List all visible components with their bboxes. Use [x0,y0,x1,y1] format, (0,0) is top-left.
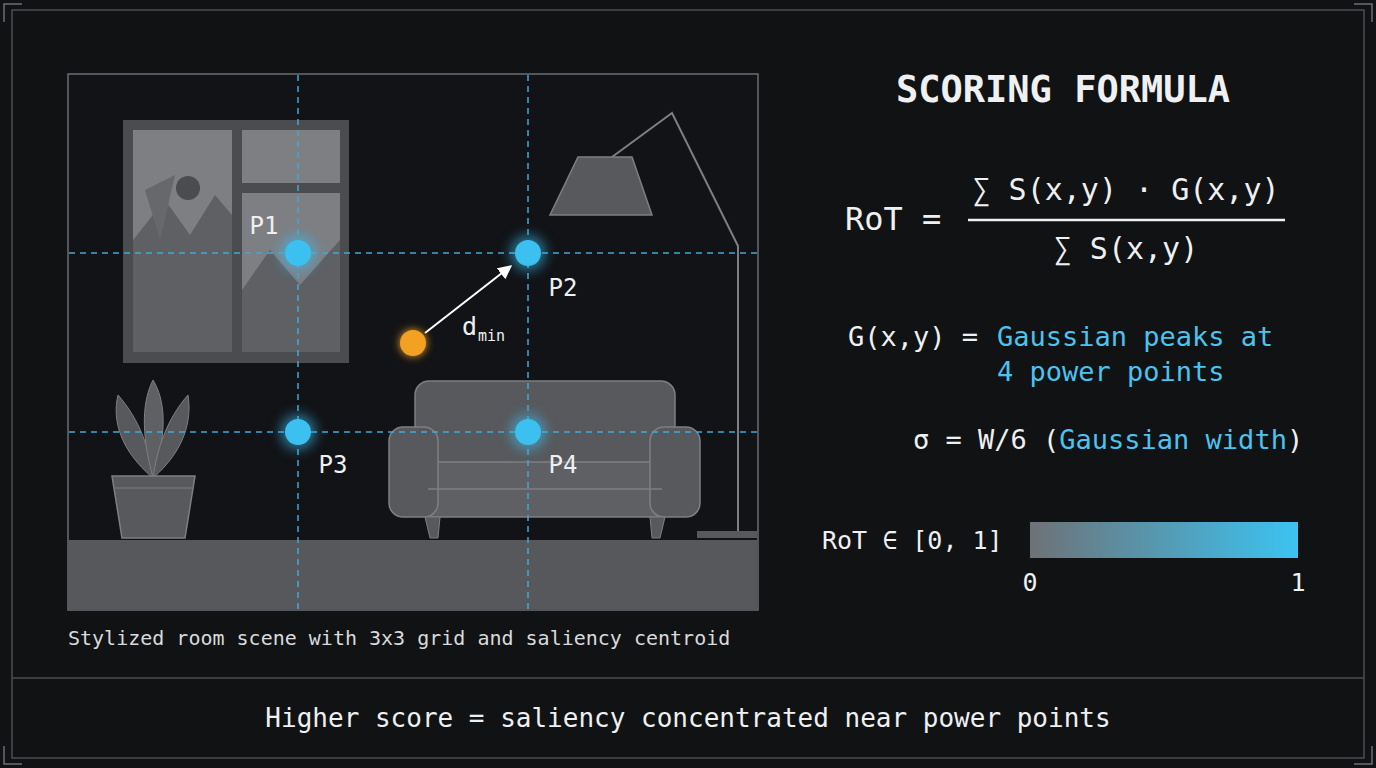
definition-text: Gaussian peaks at [997,321,1273,352]
formula-equals: = [922,201,941,238]
saliency-centroid [400,330,426,356]
power-point-label: P2 [549,275,578,303]
range-label: RoT ∈ [0, 1] [822,527,1003,556]
formula-lhs: RoT [845,201,903,238]
power-point-label: P3 [319,452,348,480]
distance-subscript: min [478,328,505,345]
fraction-bar [968,219,1285,222]
footer-divider [12,677,1364,679]
score-gradient-bar [1030,522,1298,558]
power-point: P4 [515,419,541,445]
definition-lhs: G(x,y) = [848,321,978,352]
power-point: P1 [285,240,311,266]
range-max: 1 [1290,569,1305,598]
distance-label: d [462,313,477,342]
formula-numerator: ∑ S(x,y) · G(x,y) [972,173,1279,208]
room-scene [68,74,758,610]
range-min: 0 [1022,569,1037,598]
sigma-note: Gaussian width [1059,424,1287,455]
footer-note: Higher score = saliency concentrated nea… [265,704,1110,734]
sigma-definition: σ = W/6 ( [913,424,1059,455]
corner-brackets [4,4,1372,764]
thirds-grid [69,75,757,609]
scene-caption: Stylized room scene with 3x3 grid and sa… [68,627,730,650]
power-point-label: P4 [549,452,578,480]
sigma-paren: ) [1287,424,1303,455]
formula-denominator: ∑ S(x,y) [1054,232,1199,267]
power-point-label: P1 [250,213,279,241]
definition-text: 4 power points [997,356,1225,387]
panel-title: SCORING FORMULA [896,69,1230,112]
power-point: P2 [515,240,541,266]
power-point: P3 [285,419,311,445]
outer-frame [12,10,1364,758]
